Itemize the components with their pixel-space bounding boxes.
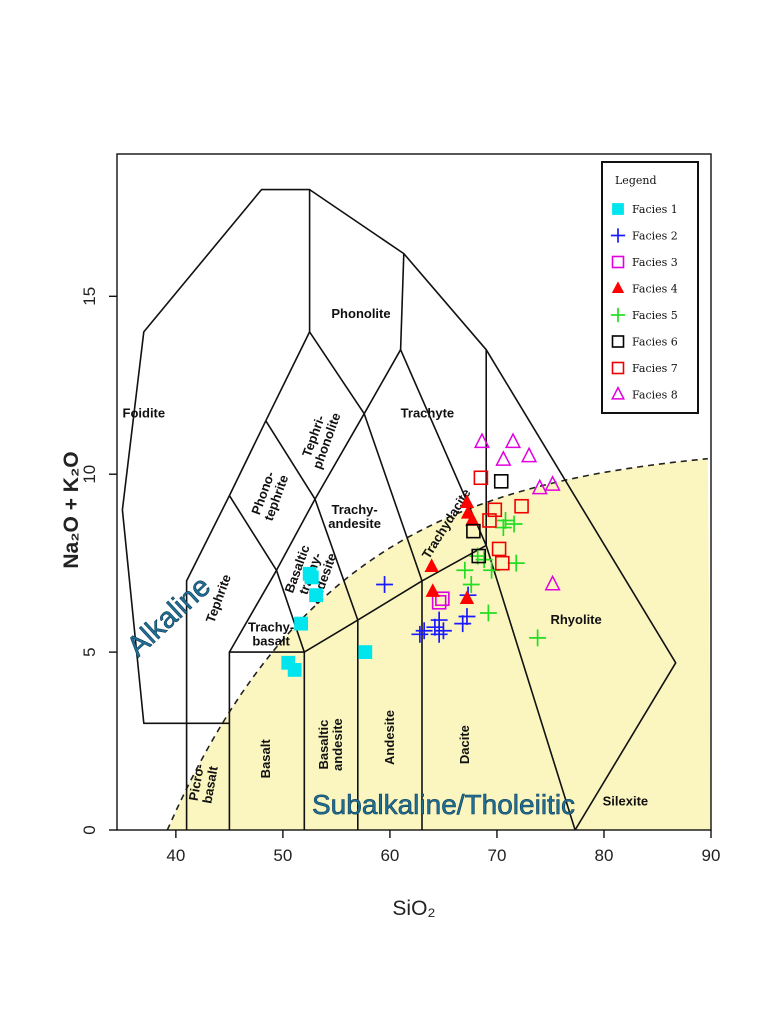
legend-item: Facies 3 xyxy=(611,255,678,269)
field-label: Trachy-basalt xyxy=(248,619,294,648)
data-point-facies-1 xyxy=(287,662,302,677)
data-point-facies-5 xyxy=(505,515,523,533)
data-point-facies-2 xyxy=(411,625,429,643)
data-point-facies-4 xyxy=(459,590,475,605)
legend-item: Facies 2 xyxy=(610,228,678,243)
data-point-facies-6 xyxy=(493,474,509,489)
legend-item-label: Facies 7 xyxy=(632,362,678,375)
field-label: Basalticandesite xyxy=(316,718,345,771)
field-label: Rhyolite xyxy=(550,612,601,627)
legend-item-label: Facies 1 xyxy=(632,203,678,216)
legend-item: Facies 7 xyxy=(611,361,678,375)
data-point-facies-4 xyxy=(424,558,439,572)
subalkaline-region-label: Subalkaline/Tholeiitic xyxy=(312,789,575,820)
data-point-facies-2 xyxy=(458,608,476,625)
field-label: Foidite xyxy=(122,406,165,421)
legend-item-label: Facies 4 xyxy=(632,283,678,296)
legend-item: Facies 8 xyxy=(610,385,678,402)
field-label: Phono-tephrite xyxy=(248,468,292,523)
y-axis-label: Na₂O + K₂O xyxy=(60,451,83,568)
legend-item-label: Facies 2 xyxy=(632,230,678,243)
data-point-facies-7 xyxy=(487,502,503,518)
data-point-facies-2 xyxy=(430,625,448,643)
field-label: Andesite xyxy=(382,710,397,765)
data-point-facies-7 xyxy=(491,541,507,557)
x-tick-label: 90 xyxy=(702,846,721,865)
data-point-facies-7 xyxy=(494,555,510,571)
data-point-facies-8 xyxy=(544,574,561,591)
data-point-facies-2 xyxy=(430,611,448,629)
legend-item-label: Facies 3 xyxy=(632,256,678,269)
y-tick-label: 15 xyxy=(80,287,99,306)
field-label: Picro-basalt xyxy=(186,762,221,805)
field-label: Phonolite xyxy=(331,306,390,321)
data-point-facies-8 xyxy=(521,446,538,463)
field-label: Trachy-andesite xyxy=(328,502,381,531)
field-boundary-line xyxy=(399,253,487,546)
data-point-facies-1 xyxy=(294,616,308,631)
y-tick-label: 10 xyxy=(80,465,99,484)
x-tick-label: 70 xyxy=(487,846,506,865)
x-tick-label: 40 xyxy=(166,846,185,865)
legend-item: Facies 5 xyxy=(610,307,678,323)
legend-item-label: Facies 5 xyxy=(632,309,678,322)
axes: 40 50 60 70 80 90 0 5 10 15 xyxy=(80,153,721,865)
y-tick-label: 0 xyxy=(80,825,99,834)
data-point-facies-4 xyxy=(425,583,440,597)
data-point-facies-5 xyxy=(456,561,474,579)
data-point-facies-2 xyxy=(415,622,433,640)
data-point-facies-6 xyxy=(466,523,481,539)
data-point-facies-5 xyxy=(462,576,480,593)
data-point-facies-1 xyxy=(358,645,373,660)
data-point-facies-3 xyxy=(435,591,450,607)
field-label: Trachyte xyxy=(401,406,454,421)
legend-item: Facies 4 xyxy=(611,281,678,296)
classification-field-lines xyxy=(121,188,677,830)
data-point-facies-5 xyxy=(529,629,547,647)
field-boundary-line xyxy=(265,420,359,621)
data-point-facies-2 xyxy=(434,622,452,640)
x-tick-label: 80 xyxy=(595,846,614,865)
legend-title: Legend xyxy=(615,174,657,187)
y-tick-label: 5 xyxy=(80,647,99,656)
x-tick-label: 50 xyxy=(273,846,292,865)
x-tick-label: 60 xyxy=(380,846,399,865)
subalkaline-area xyxy=(167,458,711,830)
data-point-facies-7 xyxy=(482,513,497,528)
legend-item-label: Facies 6 xyxy=(632,336,678,349)
data-point-facies-6 xyxy=(471,548,487,564)
data-point-facies-8 xyxy=(473,432,491,449)
field-label: Silexite xyxy=(603,794,649,809)
data-point-facies-1 xyxy=(309,588,323,603)
alkaline-subalkaline-boundary xyxy=(166,457,708,830)
legend-item: Facies 1 xyxy=(612,203,678,216)
data-point-facies-5 xyxy=(479,604,497,622)
data-point-facies-8 xyxy=(531,478,548,495)
data-point-facies-2 xyxy=(454,615,472,633)
legend-item: Facies 6 xyxy=(611,335,678,349)
data-point-facies-5 xyxy=(494,519,512,537)
data-point-facies-8 xyxy=(495,450,512,466)
data-point-facies-5 xyxy=(475,551,493,569)
field-label: Basalt xyxy=(258,739,273,779)
data-point-facies-1 xyxy=(304,570,319,585)
data-point-facies-8 xyxy=(544,475,561,491)
legend-item-label: Facies 8 xyxy=(632,389,678,402)
data-point-facies-7 xyxy=(473,470,489,486)
x-axis-label: SiO₂ xyxy=(392,897,435,920)
data-point-facies-5 xyxy=(497,512,514,529)
data-point-facies-2 xyxy=(376,576,394,593)
field-boundary-line xyxy=(308,331,423,582)
data-point-facies-8 xyxy=(504,432,522,449)
plot-frame xyxy=(116,153,712,831)
data-points xyxy=(281,432,561,677)
field-label: Dacite xyxy=(457,725,472,764)
data-point-facies-2 xyxy=(426,618,444,636)
data-point-facies-7 xyxy=(514,498,529,514)
data-point-facies-5 xyxy=(507,554,525,572)
subalkaline-field xyxy=(166,457,711,830)
